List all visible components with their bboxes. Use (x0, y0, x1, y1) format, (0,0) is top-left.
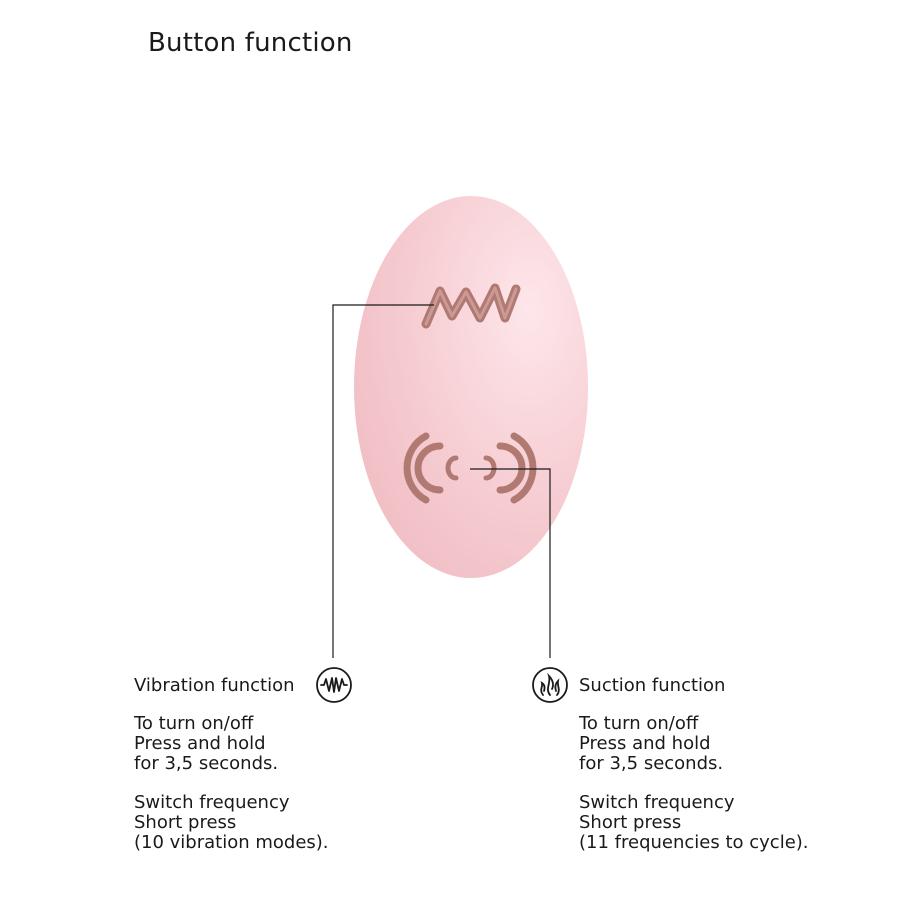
suction-line: Switch frequency (579, 792, 735, 813)
vibration-line: Press and hold (134, 733, 266, 754)
suction-waves-icon (403, 432, 537, 504)
vibration-button[interactable] (421, 283, 521, 329)
suction-button[interactable] (403, 432, 537, 504)
suction-line: To turn on/off (579, 713, 699, 734)
suction-line: Short press (579, 812, 682, 833)
device-body (354, 196, 588, 578)
vibration-line: for 3,5 seconds. (134, 753, 279, 774)
vibration-line: Switch frequency (134, 792, 290, 813)
page-title: Button function (148, 28, 353, 58)
vibration-line: Short press (134, 812, 237, 833)
suction-leader-line (470, 468, 551, 658)
suction-heading: Suction function (579, 675, 726, 696)
suction-line: Press and hold (579, 733, 711, 754)
vibration-line: To turn on/off (134, 713, 254, 734)
vibration-instructions: To turn on/off Press and hold for 3,5 se… (134, 714, 329, 853)
vibration-leader-line (332, 304, 434, 658)
suction-flame-icon (532, 667, 568, 703)
suction-line: (11 frequencies to cycle). (579, 832, 809, 853)
vibration-heading: Vibration function (134, 675, 295, 696)
suction-instructions: To turn on/off Press and hold for 3,5 se… (579, 714, 809, 853)
suction-line: for 3,5 seconds. (579, 753, 724, 774)
vibration-line: (10 vibration modes). (134, 832, 329, 853)
vibration-wave-icon (316, 667, 352, 703)
